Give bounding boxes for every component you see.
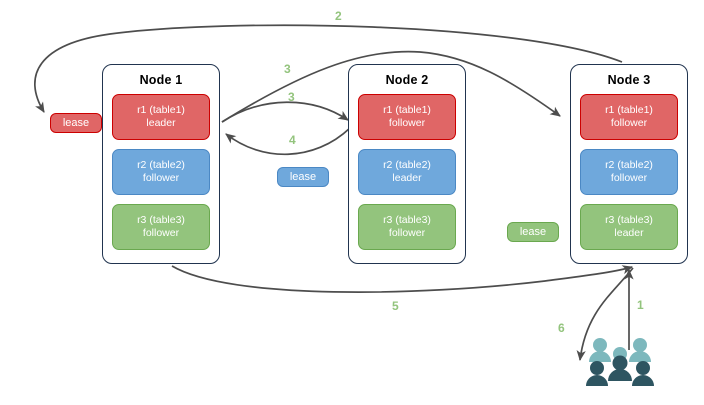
- replica-r3[interactable]: r3 (table3) leader: [580, 204, 678, 250]
- replica-name: r3 (table3): [605, 214, 653, 226]
- edge-3-node1-to-node2: [221, 101, 349, 123]
- replica-role: follower: [142, 172, 180, 184]
- lease-label: lease: [519, 226, 547, 238]
- replica-role: follower: [142, 227, 180, 239]
- replica-r1[interactable]: r1 (table1) leader: [112, 94, 210, 140]
- edge-5-node1-to-node3: [171, 265, 634, 293]
- replica-r2[interactable]: r2 (table2) follower: [112, 149, 210, 195]
- node-card-1[interactable]: Node 1 r1 (table1) leader r2 (table2) fo…: [102, 64, 220, 264]
- replica-r3[interactable]: r3 (table3) follower: [358, 204, 456, 250]
- step-label-4: 4: [289, 133, 296, 147]
- lease-label: lease: [289, 171, 317, 183]
- node-card-2[interactable]: Node 2 r1 (table1) follower r2 (table2) …: [348, 64, 466, 264]
- step-label-3a: 3: [284, 62, 291, 76]
- replica-r2[interactable]: r2 (table2) follower: [580, 149, 678, 195]
- replica-role: follower: [610, 117, 648, 129]
- replica-name: r3 (table3): [137, 214, 185, 226]
- step-label-5: 5: [392, 299, 399, 313]
- step-label-3b: 3: [288, 90, 295, 104]
- node-title: Node 3: [607, 73, 651, 87]
- replica-role: leader: [392, 172, 422, 184]
- replica-r2[interactable]: r2 (table2) leader: [358, 149, 456, 195]
- users-icon: [586, 338, 654, 386]
- step-label-6: 6: [558, 321, 565, 335]
- replica-name: r2 (table2): [137, 159, 185, 171]
- node-title: Node 1: [139, 73, 183, 87]
- step-label-1: 1: [637, 298, 644, 312]
- lease-badge-table3[interactable]: lease: [507, 222, 559, 242]
- replica-name: r1 (table1): [137, 104, 185, 116]
- replica-r1[interactable]: r1 (table1) follower: [358, 94, 456, 140]
- step-label-2: 2: [335, 9, 342, 23]
- edge-4-node2-to-node1: [225, 127, 351, 156]
- replica-role: follower: [610, 172, 648, 184]
- replica-role: leader: [614, 227, 644, 239]
- replica-name: r1 (table1): [383, 104, 431, 116]
- replica-role: follower: [388, 117, 426, 129]
- replica-name: r1 (table1): [605, 104, 653, 116]
- replica-name: r3 (table3): [383, 214, 431, 226]
- replica-role: leader: [146, 117, 176, 129]
- node-card-3[interactable]: Node 3 r1 (table1) follower r2 (table2) …: [570, 64, 688, 264]
- replica-r3[interactable]: r3 (table3) follower: [112, 204, 210, 250]
- lease-label: lease: [62, 117, 90, 129]
- lease-badge-table1[interactable]: lease: [50, 113, 102, 133]
- replica-name: r2 (table2): [605, 159, 653, 171]
- lease-badge-table2[interactable]: lease: [277, 167, 329, 187]
- replica-name: r2 (table2): [383, 159, 431, 171]
- node-title: Node 2: [385, 73, 429, 87]
- replica-r1[interactable]: r1 (table1) follower: [580, 94, 678, 140]
- replica-role: follower: [388, 227, 426, 239]
